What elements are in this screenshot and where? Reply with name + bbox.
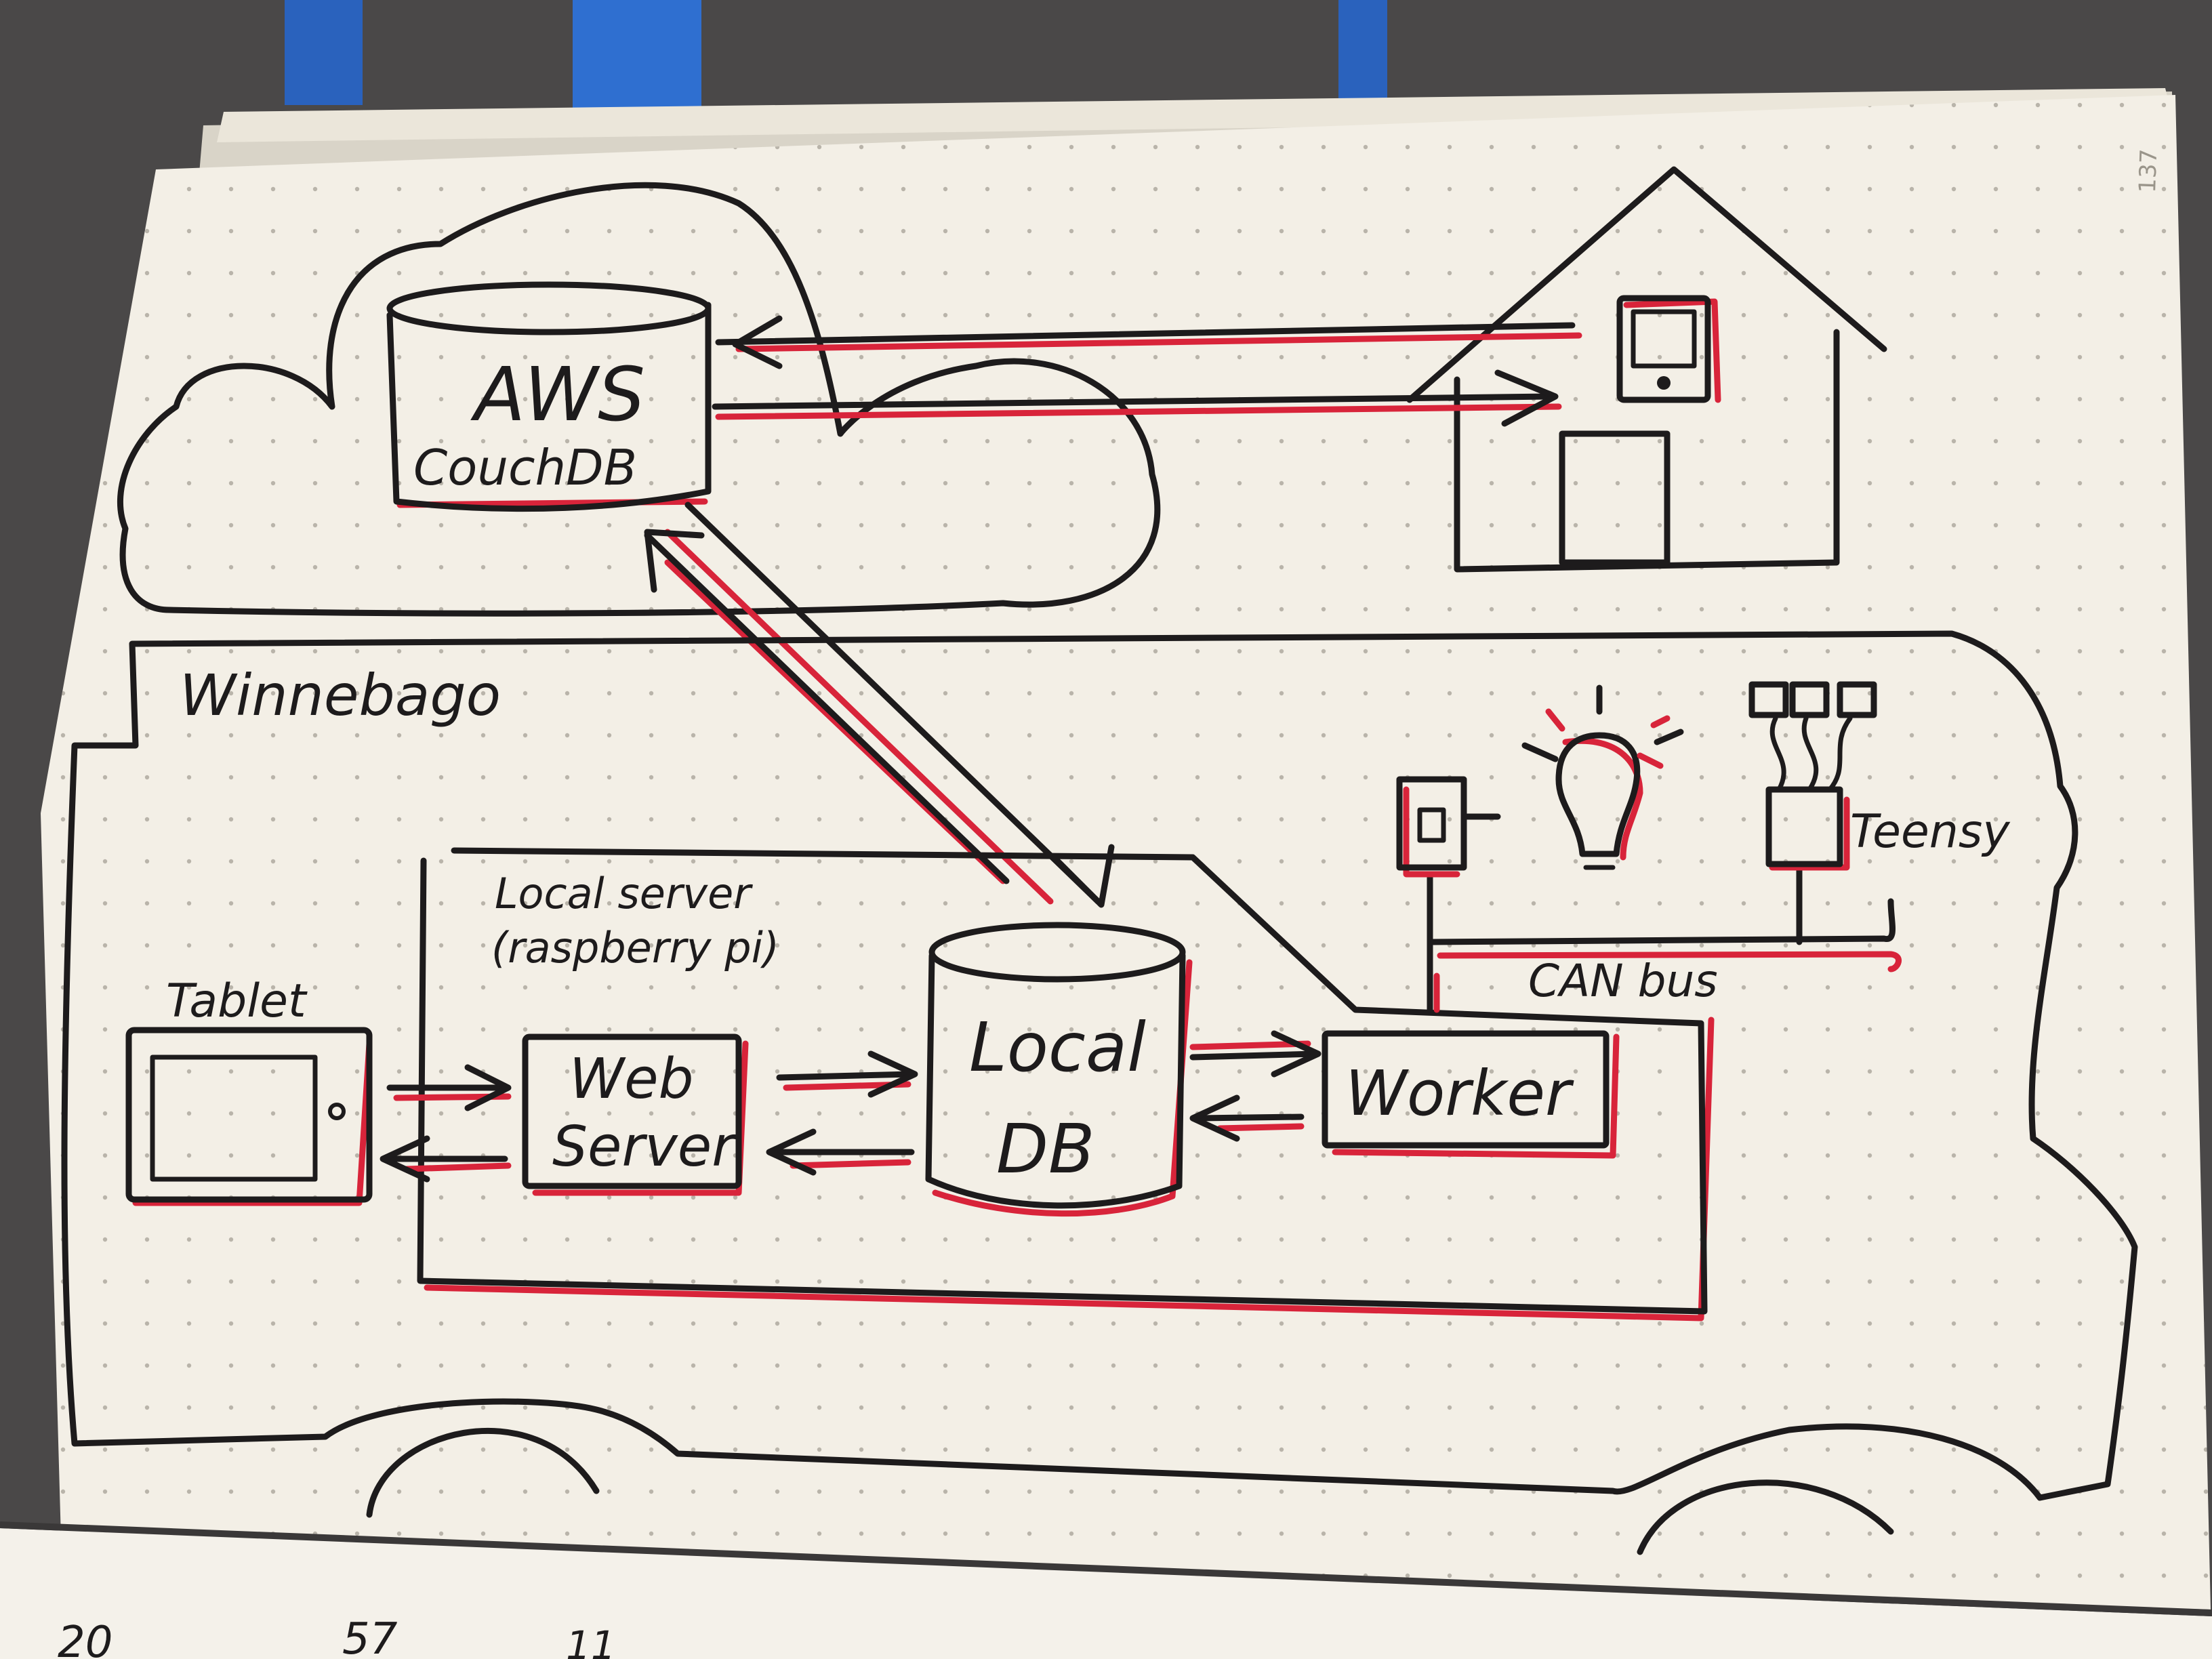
page-number: 137 (2134, 148, 2163, 193)
house-icon (1406, 166, 1887, 573)
can-bus: CAN bus (1427, 864, 1902, 1013)
web-server-node: Web Server (522, 1033, 749, 1196)
blue-tape-right (1338, 0, 1387, 105)
bottom-mark-3: 11 (566, 1622, 616, 1659)
winnebago-body (61, 630, 2138, 1501)
bottom-mark-1: 20 (58, 1618, 112, 1659)
webserver-localdb-arrows (766, 1050, 918, 1176)
local-label: Local (969, 1008, 1146, 1087)
home-tablet-icon (1616, 295, 1721, 403)
server-label: Server (552, 1115, 737, 1179)
tablet-device: Tablet (125, 975, 373, 1206)
teensy-label: Teensy (1850, 805, 2010, 859)
local-server-box: Local server (raspberry pi) (417, 847, 1715, 1322)
raspberry-pi-label: (raspberry pi) (491, 923, 779, 972)
tablet-label: Tablet (166, 975, 308, 1028)
front-wheel (1637, 1479, 1894, 1555)
tablet-webserver-arrows (380, 1064, 512, 1183)
aws-couchdb-node: AWS CouchDB (386, 281, 712, 512)
can-bus-label: CAN bus (1528, 955, 1718, 1007)
local-server-label: Local server (495, 869, 753, 918)
worker-label: Worker (1345, 1057, 1574, 1130)
blue-tape-left-edge (285, 0, 363, 105)
blue-tape-left (573, 0, 701, 112)
localdb-worker-arrows (1189, 1030, 1322, 1142)
local-db-node: Local DB (925, 922, 1193, 1217)
aws-label: AWS (470, 351, 645, 438)
light-switch-icon (1396, 776, 1501, 878)
winnebago-label: Winnebago (180, 662, 501, 729)
facing-page (0, 1528, 2212, 1659)
rear-wheel (366, 1427, 600, 1518)
light-bulb-icon (1521, 684, 1684, 870)
aws-house-arrows (712, 315, 1582, 427)
couchdb-label: CouchDB (413, 439, 637, 496)
web-label: Web (569, 1047, 694, 1111)
worker-node: Worker (1322, 1030, 1620, 1159)
teensy-device: Teensy (1748, 681, 2010, 871)
bottom-mark-2: 57 (342, 1614, 398, 1659)
page-edges-top (217, 88, 2172, 142)
page-gutter (0, 1521, 2212, 1616)
db-label: DB (996, 1109, 1095, 1189)
aws-localdb-arrows (644, 501, 1115, 908)
cloud-shape (117, 182, 1161, 617)
